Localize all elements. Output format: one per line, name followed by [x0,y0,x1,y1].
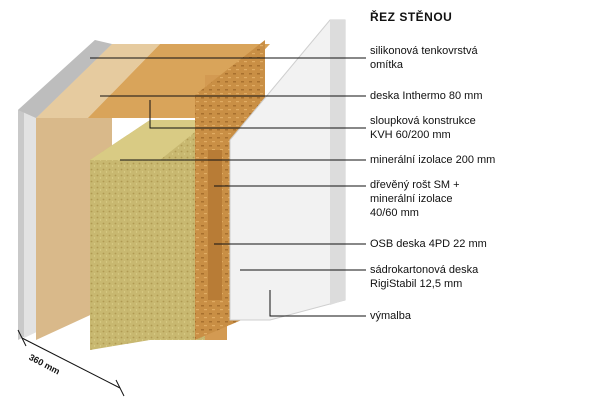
label-batten: dřevěný rošt SM + minerální izolace 40/6… [370,179,460,219]
diagram-title: ŘEZ STĚNOU [370,10,453,24]
label-render: silikonová tenkovrstvá omítka [370,45,478,71]
label-kvh: sloupková konstrukce KVH 60/200 mm [370,115,476,141]
dimension-line [21,337,121,389]
label-plasterboard: sádrokartonová deska RigiStabil 12,5 mm [370,264,479,290]
label-mineral-wool: minerální izolace 200 mm [370,154,496,166]
label-inthermo: deska Inthermo 80 mm [370,90,483,102]
mineral-wool-200 [90,120,150,350]
leader-lines [90,57,366,317]
label-paint: výmalba [370,310,411,322]
label-osb: OSB deska 4PD 22 mm [370,238,487,250]
kvh-timber-frame [88,44,270,118]
batten-grid [208,150,222,300]
